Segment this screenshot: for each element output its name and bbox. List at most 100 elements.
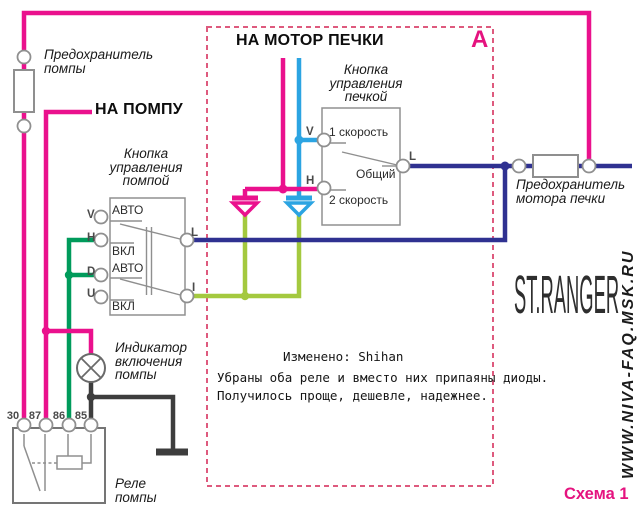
terminal-i bbox=[179, 288, 195, 304]
indicator-lamp-symbol bbox=[76, 353, 106, 383]
heater-button-title-line3: печкой bbox=[344, 89, 388, 104]
pink-diode-triangle bbox=[228, 201, 262, 218]
heater-button-terminals bbox=[316, 132, 411, 196]
indicator-label-line1: Индикатор bbox=[115, 340, 188, 355]
blue-diode-triangle bbox=[282, 201, 316, 218]
junction-pink-h bbox=[278, 184, 288, 194]
pink-diode-cathode-bar bbox=[232, 195, 258, 201]
relay-pins bbox=[16, 417, 99, 433]
pin-86 bbox=[61, 417, 77, 433]
indicator-label-line3: помпы bbox=[115, 367, 157, 382]
stranger-logo: ST.RANGER bbox=[514, 265, 620, 325]
heater-button-symbol bbox=[316, 107, 411, 226]
pump-button-title-line3: помпой bbox=[122, 173, 170, 188]
lamp-cross-2 bbox=[80, 357, 102, 379]
pump-pos-vkl1: ВКЛ bbox=[112, 244, 135, 258]
pump-terminal-h-label: H bbox=[87, 232, 96, 244]
wire-teal-h-to-relay-86 bbox=[66, 237, 95, 425]
pump-button-title-line2: управления bbox=[109, 159, 183, 175]
terminal-h bbox=[316, 180, 332, 196]
relay-internals bbox=[23, 434, 92, 492]
lever-heater bbox=[341, 151, 398, 166]
pump-fuse-terminal-bottom bbox=[16, 118, 32, 134]
pump-pos-avto2: АВТО bbox=[112, 261, 144, 275]
heater-button-title: Кнопка управления печкой bbox=[324, 63, 408, 104]
wire-pink-main-power bbox=[21, 10, 592, 425]
pump-fuse-label: Предохранитель помпы bbox=[44, 48, 153, 75]
blue-diode-cathode-bar bbox=[286, 195, 312, 201]
note-line2: Убраны оба реле и вместо них припаяны ди… bbox=[217, 370, 549, 385]
pump-fuse-symbol bbox=[13, 49, 35, 134]
relay-switch-arm bbox=[23, 445, 41, 492]
pump-fuse-body bbox=[13, 69, 35, 113]
pump-button-symbol bbox=[93, 197, 195, 316]
wire-pink-indicator-branch bbox=[46, 328, 94, 356]
terminal-l bbox=[179, 232, 195, 248]
region-a-border bbox=[206, 26, 494, 487]
pump-button-title-line1: Кнопка bbox=[123, 146, 169, 161]
pump-terminal-l-label: L bbox=[191, 227, 199, 239]
heater-fuse-terminal-right bbox=[581, 158, 597, 174]
pump-terminal-v-label: V bbox=[87, 209, 95, 221]
junction-green bbox=[240, 291, 250, 301]
note-line1: Изменено: Shihan bbox=[283, 349, 404, 364]
pump-pos-vkl2: ВКЛ bbox=[112, 299, 135, 313]
note-line3: Получилось проще, дешевле, надежнее. bbox=[217, 388, 488, 403]
pump-button-box bbox=[109, 197, 186, 316]
relay-pin-30-label: 30 bbox=[6, 410, 20, 422]
heater-pos-common: Общий bbox=[356, 167, 396, 181]
pump-fuse-label-line2: помпы bbox=[44, 60, 86, 76]
junction-teal bbox=[64, 270, 74, 280]
wire-navy-pump-l bbox=[194, 164, 508, 243]
heater-fuse-body bbox=[532, 154, 579, 178]
relay-label-line2: помпы bbox=[115, 489, 157, 505]
pump-terminal-i-label: I bbox=[192, 282, 196, 294]
blue-diode bbox=[282, 195, 316, 218]
heater-fuse-label-line1: Предохранитель bbox=[516, 177, 626, 192]
indicator-label: Индикатор включения помпы bbox=[115, 341, 187, 382]
heater-button-title-line1: Кнопка bbox=[343, 62, 389, 77]
relay-coil-lead-85 bbox=[82, 434, 92, 464]
terminal-u bbox=[93, 289, 109, 305]
heater-terminal-v-label: V bbox=[306, 126, 314, 138]
heater-pos-speed2: 2 скорость bbox=[329, 193, 389, 207]
terminal-v bbox=[93, 209, 109, 225]
pump-fuse-label-line1: Предохранитель bbox=[44, 47, 154, 62]
relay-box bbox=[12, 427, 106, 504]
heater-fuse-label-line2: мотора печки bbox=[516, 190, 606, 206]
junction-blue bbox=[294, 135, 304, 145]
heater-terminal-h-label: H bbox=[306, 175, 315, 187]
indicator-label-line2: включения bbox=[115, 353, 183, 369]
relay-pin-86-label: 86 bbox=[52, 410, 66, 422]
wire-pink-to-pump bbox=[43, 109, 92, 425]
to-pump-label: НА ПОМПУ bbox=[95, 101, 183, 118]
wire-black-to-ground bbox=[91, 394, 176, 450]
terminal-v bbox=[316, 132, 332, 148]
pin-30 bbox=[16, 417, 32, 433]
relay-pin-87-label: 87 bbox=[28, 410, 42, 422]
junction-black bbox=[86, 392, 96, 402]
junction-navy bbox=[500, 161, 510, 171]
pump-button-terminals bbox=[93, 209, 195, 305]
heater-fuse-symbol bbox=[511, 154, 597, 178]
pump-terminal-u-label: U bbox=[87, 288, 96, 300]
relay-label: Реле помпы bbox=[115, 477, 157, 504]
heater-button-title-line2: управления bbox=[329, 75, 403, 91]
heater-pos-speed1: 1 скорость bbox=[329, 125, 389, 139]
pin-85 bbox=[83, 417, 99, 433]
heater-fuse-terminal-left bbox=[511, 158, 527, 174]
terminal-h bbox=[93, 232, 109, 248]
terminal-d bbox=[93, 267, 109, 283]
pump-pos-avto1: АВТО bbox=[112, 203, 144, 217]
pump-button-contacts bbox=[110, 220, 185, 301]
relay-label-line1: Реле bbox=[115, 476, 147, 491]
terminal-l bbox=[395, 158, 411, 174]
pink-diode bbox=[228, 195, 262, 218]
junction-pink-indicator bbox=[41, 326, 51, 336]
heater-button-contacts bbox=[328, 142, 398, 191]
to-heater-motor-label: НА МОТОР ПЕЧКИ bbox=[236, 32, 384, 49]
scheme-number-label: Схема 1 bbox=[564, 485, 629, 503]
heater-terminal-l-label: L bbox=[409, 151, 417, 163]
